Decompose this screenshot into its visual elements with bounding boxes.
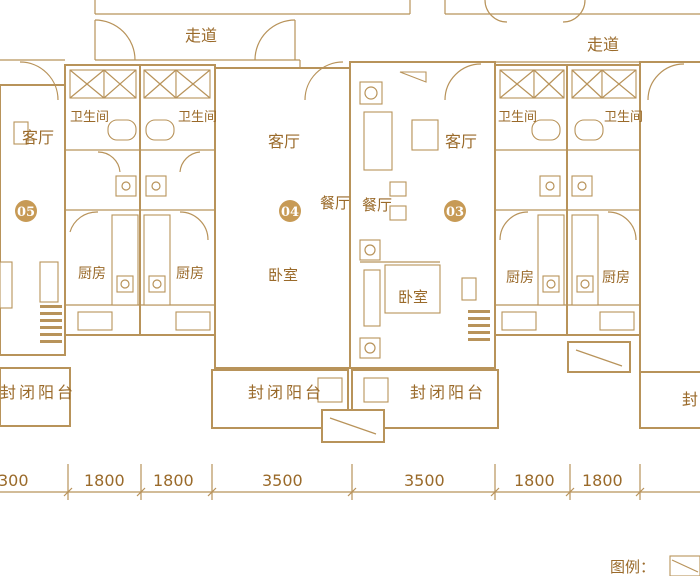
dimension-0: 300	[0, 471, 29, 490]
dimension-2: 1800	[153, 471, 194, 490]
fixtures	[0, 69, 637, 435]
bedroom-label-03: 卧室	[398, 288, 428, 306]
corridor-label-left: 走道	[185, 26, 217, 45]
unit-number-04: 04	[281, 205, 299, 220]
dimension-4: 3500	[404, 471, 445, 490]
dimension-1: 1800	[84, 471, 125, 490]
corridor-label-right: 走道	[587, 35, 619, 54]
dimension-line: 300 1800 1800 3500 3500 1800 1800	[0, 464, 700, 500]
dimension-3: 3500	[262, 471, 303, 490]
unit-number-05: 05	[17, 205, 35, 220]
dimension-6: 1800	[582, 471, 623, 490]
bathroom-label-2: 卫生间	[178, 110, 217, 125]
unit-badges: 05 04 03	[15, 200, 466, 222]
room-labels: 走道 走道 客厅 客厅 客厅 卫生间 卫生间 卫生间 卫生间 厨房 厨房 厨房 …	[0, 26, 700, 409]
balcony-label-1: 封闭阳台	[0, 383, 76, 402]
bathroom-label-1: 卫生间	[70, 110, 109, 125]
balcony-label-4: 封闭阳台	[682, 390, 700, 409]
walls	[0, 0, 700, 443]
living-label-04: 客厅	[268, 132, 300, 151]
living-label-03: 客厅	[445, 132, 477, 151]
balcony-label-3: 封闭阳台	[410, 383, 486, 402]
bedroom-label-04: 卧室	[268, 266, 298, 284]
balcony-label-2: 封闭阳台	[248, 383, 324, 402]
dimension-5: 1800	[514, 471, 555, 490]
door-swings	[19, 0, 685, 241]
kitchen-label-1: 厨房	[78, 266, 106, 282]
bathroom-label-4: 卫生间	[604, 110, 643, 125]
legend: 图例：	[610, 555, 700, 576]
dining-label-04: 餐厅	[320, 194, 350, 212]
living-label-05: 客厅	[22, 128, 54, 147]
kitchen-label-2: 厨房	[176, 266, 204, 282]
bathroom-label-3: 卫生间	[498, 110, 537, 125]
unit-number-03: 03	[446, 205, 464, 220]
legend-label: 图例：	[610, 558, 655, 576]
kitchen-label-4: 厨房	[602, 270, 630, 286]
kitchen-label-3: 厨房	[506, 270, 534, 286]
dining-label-03: 餐厅	[362, 196, 392, 214]
